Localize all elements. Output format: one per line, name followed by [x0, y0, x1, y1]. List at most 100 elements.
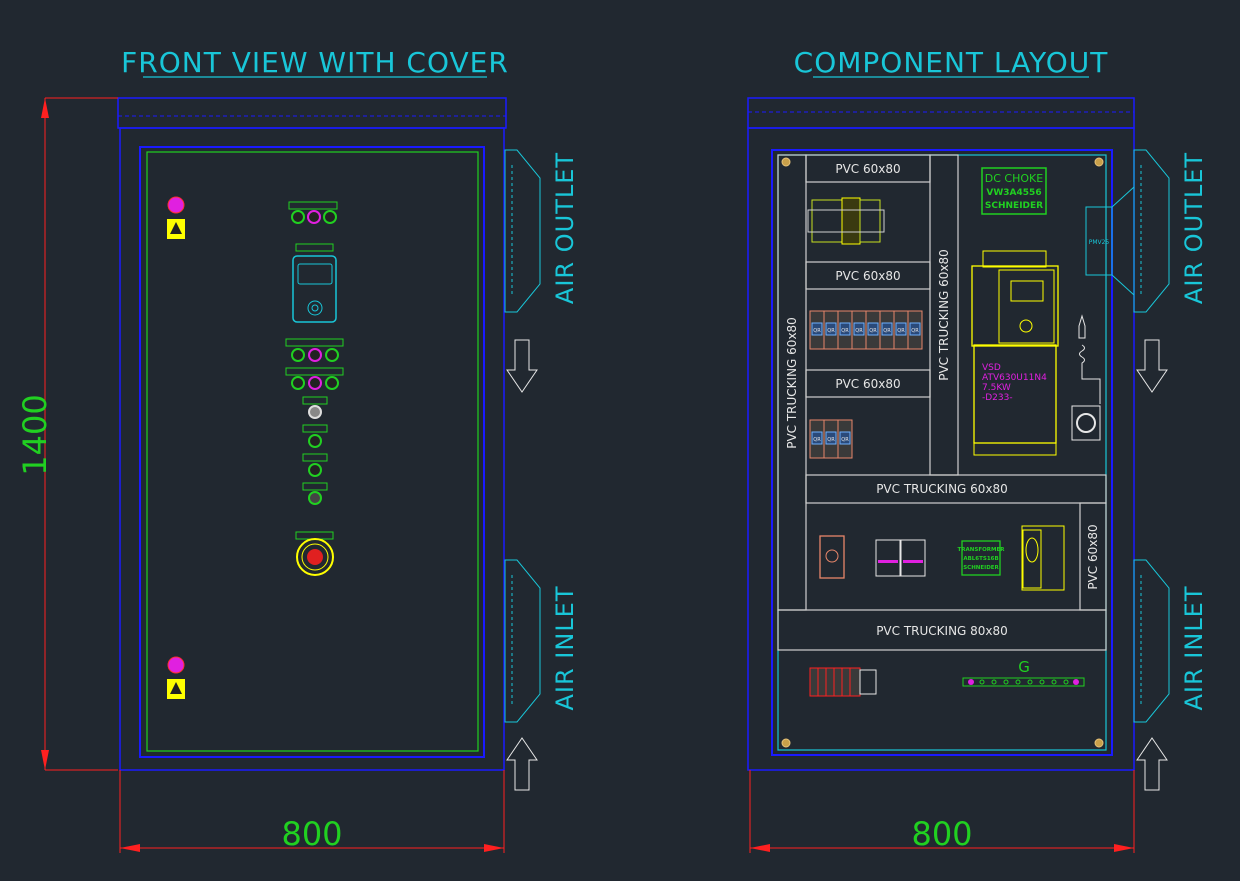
- mounting-plate-frame: [771, 149, 1113, 756]
- front-view-title: FRONT VIEW WITH COVER: [121, 46, 509, 79]
- air-inlet-vent: [504, 559, 541, 723]
- run-status-lights: [285, 338, 344, 362]
- vsd-label: VSD: [982, 363, 1001, 373]
- lock-warning-top: [167, 196, 185, 239]
- breaker-label: QR: [813, 328, 821, 334]
- component-layout: COMPONENT LAYOUT PVC 60x80 PVC 60x80 PVC…: [747, 46, 1208, 853]
- hand-auto-switch: [302, 482, 328, 505]
- ground-terminal: [979, 679, 985, 685]
- transformer-part: ABL6TS16B: [963, 556, 998, 562]
- dc-choke-part: VW3A4556: [986, 188, 1041, 198]
- trough-lower-label: PVC 60x80: [835, 377, 900, 391]
- door-cover: [146, 151, 479, 752]
- breaker-handle: [853, 322, 865, 336]
- breaker-handle: [867, 322, 879, 336]
- enclosure-body: [119, 127, 505, 771]
- start-button: [302, 424, 328, 448]
- roof-canopy: [117, 97, 507, 129]
- trough-top-label: PVC 60x80: [835, 162, 900, 176]
- power-supply: [1021, 525, 1065, 591]
- breaker-label: QR: [855, 328, 863, 334]
- trough-right-short-label: PVC 60x80: [1086, 524, 1100, 589]
- air-inlet-label: AIR INLET: [1180, 585, 1208, 710]
- breaker-label: QR: [813, 437, 821, 443]
- main-isolator-block: [807, 197, 885, 245]
- air-inlet-vent: [1133, 559, 1170, 723]
- air-outlet-vent: [1133, 149, 1170, 313]
- breaker-label: QR: [841, 328, 849, 334]
- terminal-blocks: [809, 667, 877, 697]
- ground-terminal: [991, 679, 997, 685]
- trough-horizontal-label: PVC TRUCKING 60x80: [876, 482, 1008, 496]
- width-dimension-text: 800: [281, 815, 342, 853]
- mounting-screws: [781, 157, 1104, 748]
- ground-terminal: [1051, 679, 1057, 685]
- dc-choke-title: DC CHOKE: [985, 172, 1043, 185]
- ground-terminal: [1027, 679, 1033, 685]
- breaker-handle: [825, 322, 837, 336]
- thermostat: [1071, 314, 1101, 441]
- air-outlet-label: AIR OUTLET: [1180, 152, 1208, 304]
- exhaust-fan: PMV25: [1085, 186, 1135, 296]
- phase-indicator-lights: [288, 201, 338, 224]
- fan-label: PMV25: [1089, 239, 1110, 246]
- vsd-model: ATV630U11N4: [982, 373, 1047, 383]
- breaker-handle: [811, 322, 823, 336]
- breaker-label: QR: [827, 437, 835, 443]
- air-outlet-label: AIR OUTLET: [551, 152, 579, 304]
- control-transformer: TRANSFORMER ABL6TS16B SCHNEIDER: [958, 540, 1006, 576]
- airflow-up-arrow-icon: [1136, 737, 1168, 791]
- roof-canopy: [747, 97, 1135, 129]
- transformer-brand: SCHNEIDER: [963, 565, 999, 571]
- cable-troughs: [777, 154, 1107, 651]
- breaker-handle: [825, 431, 837, 445]
- breaker-handle: [839, 322, 851, 336]
- trough-center-vertical-label: PVC TRUCKING 60x80: [937, 249, 951, 381]
- breaker-label: QR: [911, 328, 919, 334]
- stop-button: [302, 453, 328, 477]
- breaker-label: QR: [883, 328, 891, 334]
- breaker-handle: [839, 431, 851, 445]
- height-dimension: [41, 97, 118, 771]
- air-inlet-label: AIR INLET: [551, 585, 579, 710]
- breaker-handle: [895, 322, 907, 336]
- vsd-remote-keypad: [292, 243, 337, 323]
- door-frame: [139, 146, 485, 758]
- width-dimension: [749, 770, 1135, 853]
- breaker-label: QR: [869, 328, 877, 334]
- vsd-power: 7.5KW: [982, 383, 1011, 393]
- transformer-label: TRANSFORMER: [958, 547, 1006, 553]
- trough-bottom-label: PVC TRUCKING 80x80: [876, 624, 1008, 638]
- trough-left-vertical-label: PVC TRUCKING 60x80: [785, 317, 799, 449]
- width-dimension-text: 800: [911, 815, 972, 853]
- breaker-handle: [811, 431, 823, 445]
- ground-terminal: [1003, 679, 1009, 685]
- width-dimension: [119, 770, 505, 853]
- front-view: FRONT VIEW WITH COVER: [16, 46, 579, 853]
- ground-terminal: [1015, 679, 1021, 685]
- dc-choke-brand: SCHNEIDER: [985, 201, 1043, 211]
- ground-terminal: [1063, 679, 1069, 685]
- component-layout-title: COMPONENT LAYOUT: [794, 46, 1109, 79]
- lock-warning-bottom: [167, 656, 185, 699]
- ground-bar: [962, 677, 1085, 687]
- motor-protection-breaker: [819, 535, 845, 579]
- enclosure-body: [747, 127, 1135, 771]
- airflow-down-arrow-icon: [1136, 339, 1168, 393]
- ground-bar-label: G: [1018, 658, 1030, 676]
- fault-status-lights: [285, 367, 344, 390]
- selector-switch: [302, 396, 328, 419]
- contactors: [875, 539, 926, 577]
- ground-terminal: [1039, 679, 1045, 685]
- airflow-up-arrow-icon: [506, 737, 538, 791]
- breaker-handle: [881, 322, 893, 336]
- height-dimension-text: 1400: [16, 394, 54, 475]
- dc-choke: DC CHOKE VW3A4556 SCHNEIDER: [981, 167, 1047, 215]
- vsd-drive: VSD ATV630U11N4 7.5KW -D233-: [971, 250, 1059, 456]
- breaker-label: QR: [827, 328, 835, 334]
- breaker-handle: [909, 322, 921, 336]
- emergency-stop: [295, 531, 334, 576]
